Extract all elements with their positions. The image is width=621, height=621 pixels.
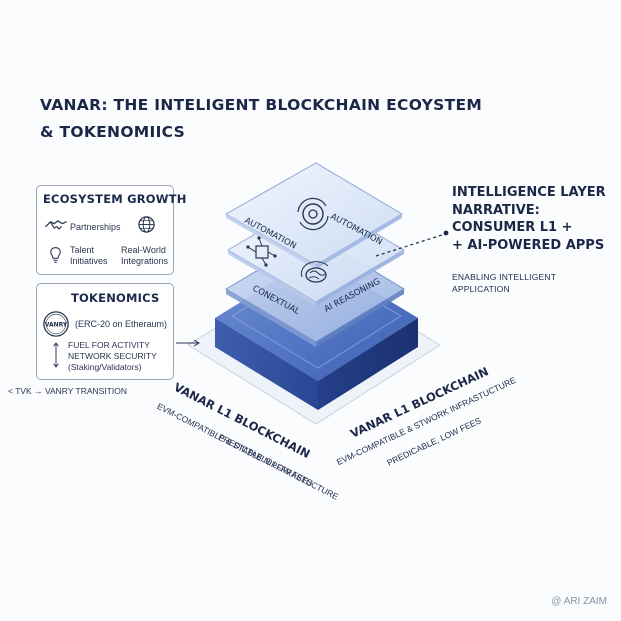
narrative-line-2: NARRATIVE: [452, 202, 540, 218]
layer-middle-edge-r [316, 250, 404, 306]
narrative-block: INTELLIGENCE LAYER NARRATIVE: CONSUMER L… [452, 184, 612, 254]
globe-icon [138, 216, 155, 233]
left-arrow-icon: < [8, 386, 13, 396]
staking-line: (Staking/Validators) [68, 362, 142, 372]
base-right-side [318, 318, 418, 410]
layer-top-edge-r [316, 214, 402, 269]
token-standard-line: (ERC-20 on Etheraum) [75, 319, 168, 329]
partnerships-label: Partnerships [70, 222, 121, 232]
narrative-line-3: CONSUMER L1 + [452, 220, 573, 235]
tokenomics-box: TOKENOMICS VANRY (ERC-20 on Etheraum) FU… [36, 283, 174, 380]
talent-line: Talent [70, 245, 95, 255]
ecosystem-growth-heading: ECOSYSTEM GROWTH [43, 192, 187, 206]
talent-initiatives-label: Talent Initiatives [70, 245, 108, 267]
narrative-line-4: + AI-POWERED APPS [452, 237, 605, 253]
layer-middle-edge [228, 250, 316, 306]
double-arrow-icon [53, 342, 59, 368]
narrative-sub-1: ENABLING INTELLIGENT [452, 272, 557, 282]
fuel-line: FUEL FOR ACTIVITY [68, 340, 150, 350]
lightbulb-icon [50, 247, 61, 263]
page-title: VANAR: THE INTELIGENT BLOCKCHAIN ECOYSTE… [40, 92, 600, 146]
real-world-line: Real-World [121, 245, 166, 255]
connector-dot [443, 230, 449, 236]
title-line-1: VANAR: THE INTELIGENT BLOCKCHAIN ECOYSTE… [40, 96, 483, 114]
narrative-subtitle: ENABLING INTELLIGENT APPLICATION [452, 271, 556, 295]
gear-icon [297, 197, 329, 231]
layer-top-edge [226, 214, 316, 269]
title-line-2: & TOKENOMIICS [40, 123, 186, 141]
layer-lower-edge [226, 289, 316, 347]
real-world-integrations-label: Real-World Integrations [121, 245, 168, 267]
layer-lower-edge-r [316, 289, 404, 347]
tokenomics-heading: TOKENOMICS [71, 291, 160, 305]
integrations-line: Integrations [121, 256, 169, 266]
circuit-icon [246, 236, 277, 267]
ecosystem-growth-box: ECOSYSTEM GROWTH Partnerships Talent Ini… [36, 185, 186, 275]
narrative-line-1: INTELLIGENCE LAYER [452, 185, 606, 200]
author-credit: @ ARI ZAIM [551, 596, 607, 607]
security-line: NETWORK SECURITY [68, 351, 157, 361]
transition-label: < TVK → VANRY TRANSITION [8, 386, 127, 397]
base-left-side [215, 318, 318, 410]
initiatives-line: Initiatives [70, 256, 108, 266]
narrative-connector [375, 233, 446, 257]
brain-icon [300, 261, 329, 283]
vanry-token-icon: VANRY [43, 311, 69, 337]
narrative-sub-2: APPLICATION [452, 284, 510, 294]
tokenomics-arrow-head [193, 339, 200, 347]
transition-text: TVK → VANRY TRANSITION [15, 386, 127, 396]
handshake-icon [45, 220, 67, 230]
vanry-badge-text: VANRY [45, 321, 68, 328]
